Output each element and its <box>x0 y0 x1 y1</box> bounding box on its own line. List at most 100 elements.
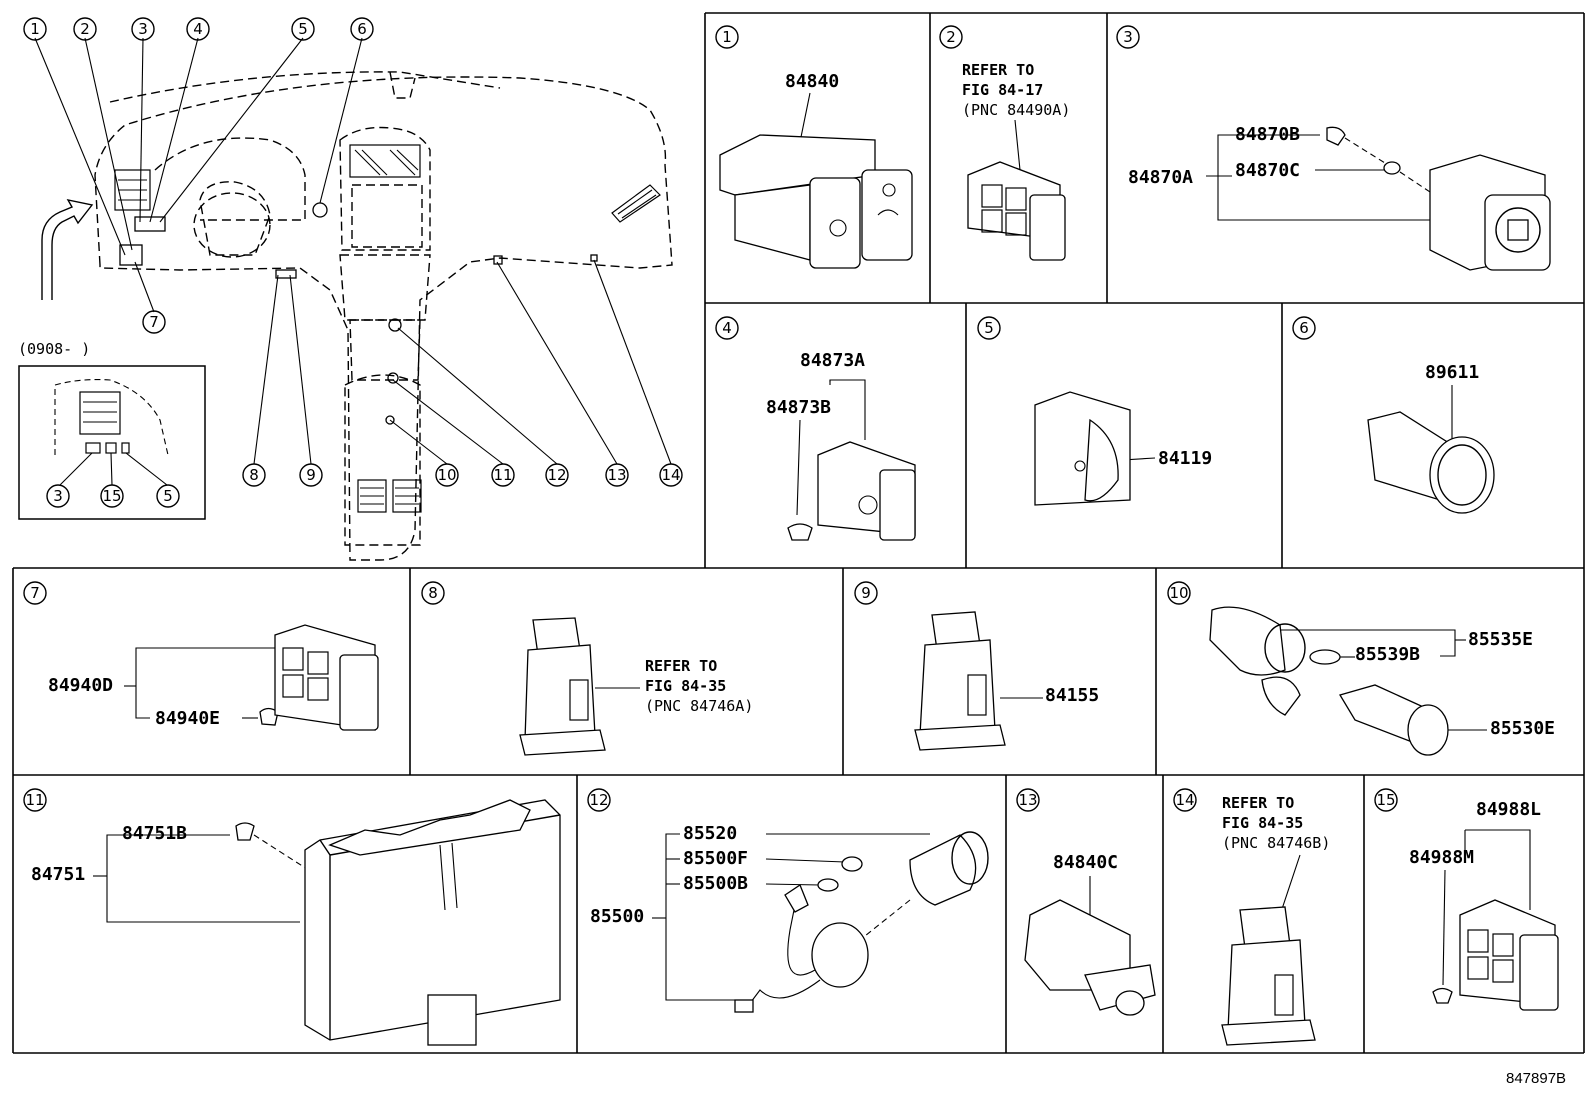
diagram-code: 847897B <box>1506 1070 1566 1087</box>
part-84870C: 84870C <box>1235 160 1300 181</box>
svg-text:3: 3 <box>138 20 148 38</box>
svg-text:15: 15 <box>1376 791 1395 809</box>
svg-text:7: 7 <box>30 584 40 602</box>
cell-12: 12 85520 85500F 85500B 85500 <box>587 788 989 1013</box>
refer-line-2: FIG 84-17 <box>962 81 1043 99</box>
svg-text:4: 4 <box>722 319 732 337</box>
cell-4: 4 84873A 84873B <box>715 316 916 541</box>
callout-9: 9 <box>299 463 323 487</box>
vent-right <box>611 184 661 223</box>
view-arrow <box>41 198 94 300</box>
part-84840C: 84840C <box>1053 852 1118 873</box>
svg-text:11: 11 <box>25 791 44 809</box>
svg-text:12: 12 <box>589 791 608 809</box>
part-85500B: 85500B <box>683 873 748 894</box>
inset-callout-5: 5 <box>156 484 180 508</box>
callout-7: 7 <box>142 310 166 334</box>
part-85500F: 85500F <box>683 848 748 869</box>
callout-12: 12 <box>545 463 569 487</box>
svg-text:14: 14 <box>1175 791 1194 809</box>
refer-line-3: (PNC 84746B) <box>1222 834 1330 852</box>
callout-3: 3 <box>131 17 155 41</box>
svg-text:9: 9 <box>306 466 316 484</box>
callout-2: 2 <box>73 17 97 41</box>
svg-text:11: 11 <box>493 466 512 484</box>
refer-line-3: (PNC 84746A) <box>645 697 753 715</box>
refer-line-1: REFER TO <box>645 657 717 675</box>
part-84751: 84751 <box>31 864 85 885</box>
svg-text:3: 3 <box>53 487 63 505</box>
inset-callout-3: 3 <box>46 484 70 508</box>
callout-11: 11 <box>491 463 515 487</box>
svg-text:5: 5 <box>163 487 173 505</box>
refer-line-1: REFER TO <box>1222 794 1294 812</box>
svg-text:9: 9 <box>861 584 871 602</box>
svg-text:1: 1 <box>722 28 732 46</box>
callout-1: 1 <box>23 17 47 41</box>
part-85530E: 85530E <box>1490 718 1555 739</box>
part-84155: 84155 <box>1045 685 1099 706</box>
callout-8: 8 <box>242 463 266 487</box>
part-89611: 89611 <box>1425 362 1479 383</box>
svg-text:10: 10 <box>1169 584 1188 602</box>
part-85500: 85500 <box>590 906 644 927</box>
refer-line-2: FIG 84-35 <box>645 677 726 695</box>
cell-15: 15 84988L 84988M <box>1374 788 1559 1011</box>
svg-text:6: 6 <box>357 20 367 38</box>
part-85520: 85520 <box>683 823 737 844</box>
svg-text:14: 14 <box>661 466 680 484</box>
svg-text:5: 5 <box>984 319 994 337</box>
svg-text:6: 6 <box>1299 319 1309 337</box>
part-85539B: 85539B <box>1355 644 1420 665</box>
cell-5: 5 84119 <box>977 316 1212 506</box>
refer-line-2: FIG 84-35 <box>1222 814 1303 832</box>
inset-label: (0908- ) <box>18 340 90 358</box>
cell-13: 13 84840C <box>1016 788 1156 1016</box>
part-84940E: 84940E <box>155 708 220 729</box>
svg-text:8: 8 <box>249 466 259 484</box>
cell-7: 7 84940D 84940E <box>23 581 379 731</box>
part-84873B: 84873B <box>766 397 831 418</box>
callout-5: 5 <box>291 17 315 41</box>
cell-9: 9 84155 <box>854 581 1099 751</box>
vent-rear <box>357 479 422 513</box>
svg-text:12: 12 <box>547 466 566 484</box>
svg-text:2: 2 <box>80 20 90 38</box>
inset-box <box>18 365 206 520</box>
cell-8: 8 REFER TO FIG 84-35 (PNC 84746A) <box>421 581 753 756</box>
refer-line-1: REFER TO <box>962 61 1034 79</box>
grid-lines <box>12 12 1585 1054</box>
callout-10: 10 <box>435 463 459 487</box>
part-84940D: 84940D <box>48 675 113 696</box>
part-84119: 84119 <box>1158 448 1212 469</box>
svg-text:10: 10 <box>437 466 456 484</box>
svg-text:13: 13 <box>1018 791 1037 809</box>
cell-6: 6 89611 <box>1292 316 1495 514</box>
svg-text:15: 15 <box>102 487 121 505</box>
cell-1: 1 84840 <box>715 25 913 269</box>
part-84751B: 84751B <box>122 823 187 844</box>
cell-2: 2 REFER TO FIG 84-17 (PNC 84490A) <box>939 25 1070 261</box>
svg-text:8: 8 <box>428 584 438 602</box>
part-84840: 84840 <box>785 71 839 92</box>
vent-left <box>114 169 151 211</box>
svg-text:7: 7 <box>149 313 159 331</box>
svg-text:2: 2 <box>946 28 956 46</box>
svg-text:1: 1 <box>30 20 40 38</box>
part-85535E: 85535E <box>1468 629 1533 650</box>
cell-10: 10 85535E 85539B 85530E <box>1167 581 1555 756</box>
callout-6: 6 <box>350 17 374 41</box>
cell-14: 14 REFER TO FIG 84-35 (PNC 84746B) <box>1173 788 1330 1046</box>
part-84988L: 84988L <box>1476 799 1541 820</box>
dashboard-overview: 1 2 3 4 5 6 7 8 9 10 11 12 13 14 (0908- … <box>18 17 683 561</box>
cell-3: 3 84870B 84870A 84870C <box>1116 25 1551 271</box>
vent-center <box>349 144 421 178</box>
refer-line-3: (PNC 84490A) <box>962 101 1070 119</box>
callout-13: 13 <box>605 463 629 487</box>
callout-14: 14 <box>659 463 683 487</box>
svg-text:4: 4 <box>193 20 203 38</box>
inset-callout-15: 15 <box>100 484 124 508</box>
svg-text:13: 13 <box>607 466 626 484</box>
part-84870A: 84870A <box>1128 167 1193 188</box>
